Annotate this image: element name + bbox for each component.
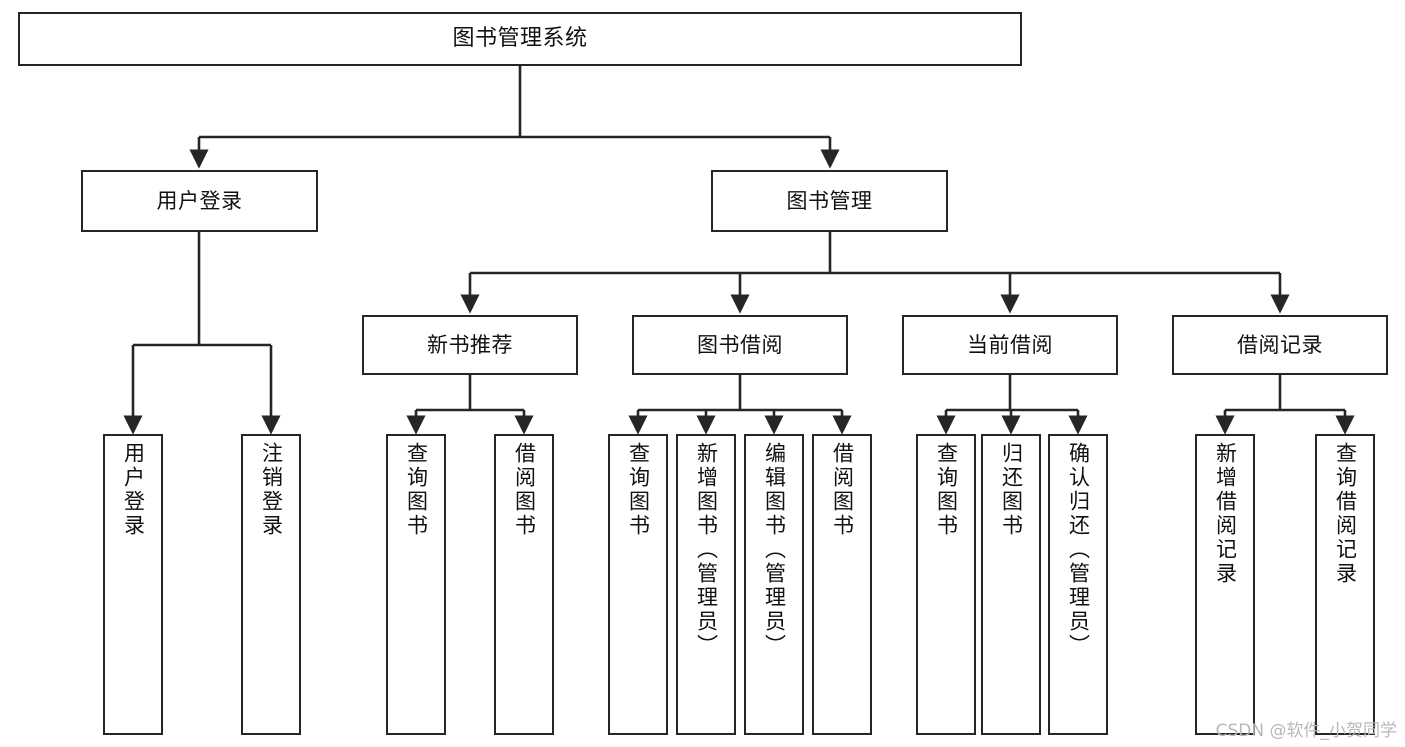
node-user-login[interactable]: 用户登录 xyxy=(81,170,318,232)
node-label: 图书管理系统 xyxy=(452,26,588,52)
node-label: 借阅图书 xyxy=(830,442,855,538)
leaf-borrow-record-add[interactable]: 新增借阅记录 xyxy=(1195,434,1255,735)
leaf-new-book-borrow[interactable]: 借阅图书 xyxy=(494,434,554,735)
node-label: 确认归还（管理员） xyxy=(1066,442,1091,658)
node-label: 归还图书 xyxy=(999,442,1024,538)
node-label: 新增图书（管理员） xyxy=(694,442,719,658)
leaf-current-borrow-return[interactable]: 归还图书 xyxy=(981,434,1041,735)
leaf-borrow-record-query[interactable]: 查询借阅记录 xyxy=(1315,434,1375,735)
node-label: 查询图书 xyxy=(626,442,651,538)
watermark-text: CSDN @软件_小贺同学 xyxy=(1215,721,1397,741)
node-book-borrow[interactable]: 图书借阅 xyxy=(632,315,848,375)
node-root-library-system[interactable]: 图书管理系统 xyxy=(18,12,1022,66)
node-label: 编辑图书（管理员） xyxy=(762,442,787,658)
leaf-user-login-logout[interactable]: 注销登录 xyxy=(241,434,301,735)
node-label: 当前借阅 xyxy=(967,332,1053,357)
leaf-book-borrow-add[interactable]: 新增图书（管理员） xyxy=(676,434,736,735)
leaf-book-borrow-borrow[interactable]: 借阅图书 xyxy=(812,434,872,735)
leaf-current-borrow-confirm-return[interactable]: 确认归还（管理员） xyxy=(1048,434,1108,735)
node-label: 查询图书 xyxy=(934,442,959,538)
node-label: 图书借阅 xyxy=(697,332,783,357)
node-label: 用户登录 xyxy=(121,442,146,538)
leaf-book-borrow-query[interactable]: 查询图书 xyxy=(608,434,668,735)
node-label: 新增借阅记录 xyxy=(1213,442,1238,586)
node-label: 注销登录 xyxy=(259,442,284,538)
node-new-book-recommend[interactable]: 新书推荐 xyxy=(362,315,578,375)
node-label: 用户登录 xyxy=(156,188,243,213)
leaf-new-book-query[interactable]: 查询图书 xyxy=(386,434,446,735)
node-book-management[interactable]: 图书管理 xyxy=(711,170,948,232)
node-label: 查询借阅记录 xyxy=(1333,442,1358,586)
leaf-current-borrow-query[interactable]: 查询图书 xyxy=(916,434,976,735)
node-label: 图书管理 xyxy=(786,188,873,213)
node-label: 查询图书 xyxy=(404,442,429,538)
node-label: 新书推荐 xyxy=(427,332,513,357)
leaf-user-login-login[interactable]: 用户登录 xyxy=(103,434,163,735)
node-borrow-record[interactable]: 借阅记录 xyxy=(1172,315,1388,375)
node-current-borrow[interactable]: 当前借阅 xyxy=(902,315,1118,375)
node-label: 借阅记录 xyxy=(1237,332,1323,357)
leaf-book-borrow-edit[interactable]: 编辑图书（管理员） xyxy=(744,434,804,735)
node-label: 借阅图书 xyxy=(512,442,537,538)
